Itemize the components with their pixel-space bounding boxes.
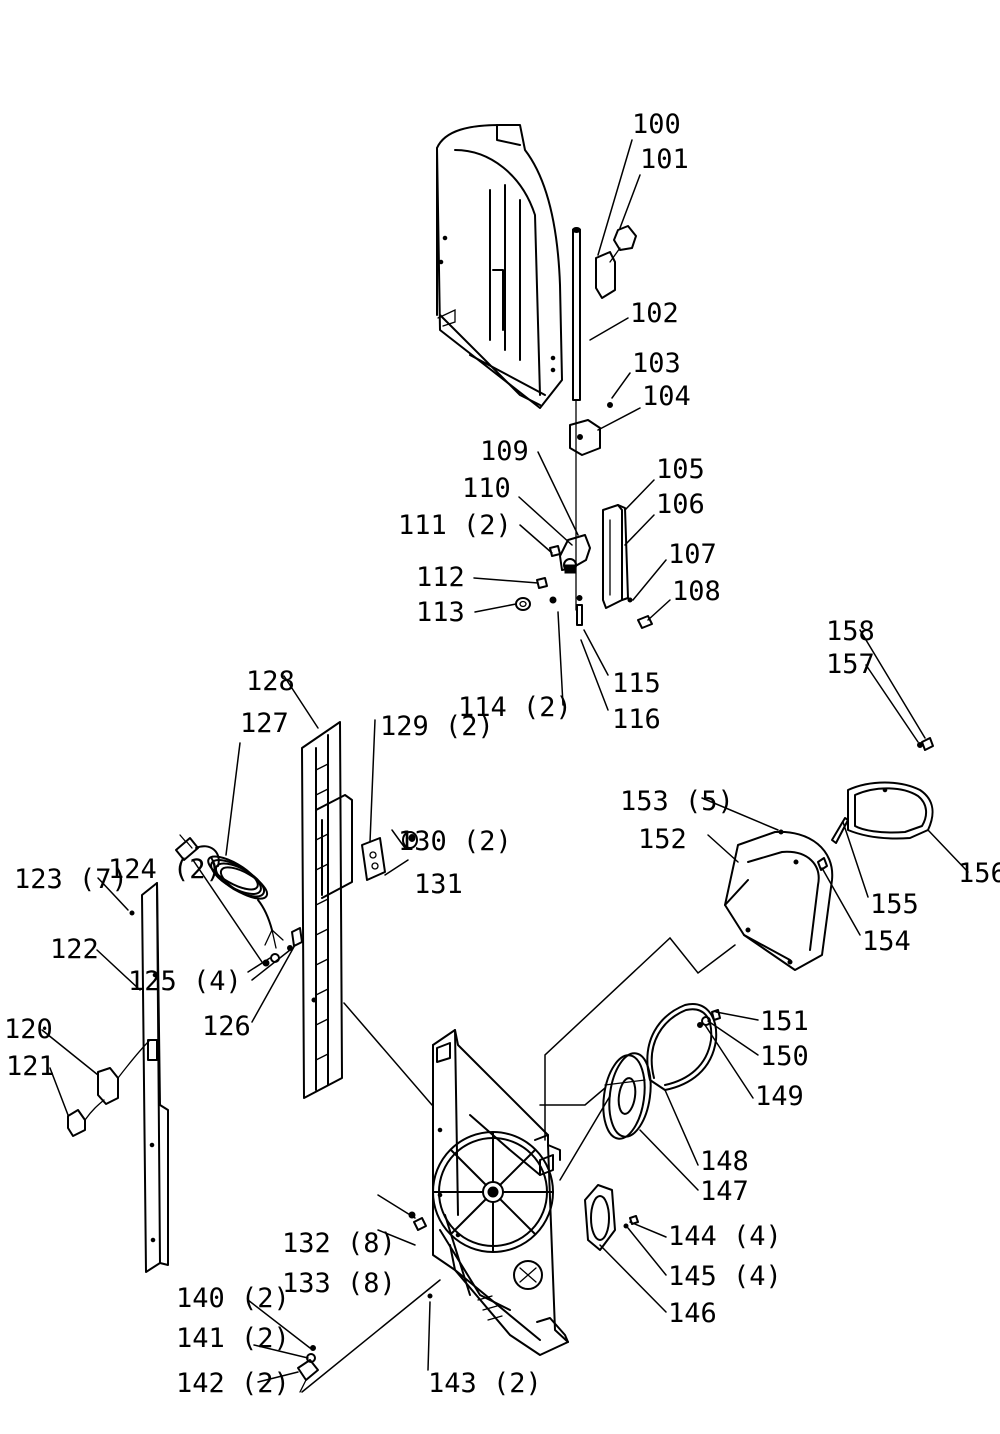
side-panel (301, 721, 353, 1099)
label-part-107: 107 (668, 539, 717, 570)
main-frame (432, 1029, 569, 1356)
blade-guard (602, 504, 653, 629)
label-part-111: 111 (2) (398, 510, 512, 541)
connection-lines (301, 936, 736, 1393)
label-part-129: 129 (2) (380, 711, 494, 742)
pulley (602, 1052, 652, 1140)
label-part-133: 133 (8) (282, 1268, 396, 1299)
label-part-116: 116 (612, 704, 661, 735)
leader-lines (41, 139, 969, 1383)
label-part-130: 130 (2) (398, 826, 512, 857)
label-part-150: 150 (760, 1041, 809, 1072)
drive-belt (646, 1003, 718, 1091)
label-part-104: 104 (642, 381, 691, 412)
part-labels: 100 101 102 103 104 105 106 107 108 109 … (4, 109, 1000, 1399)
label-part-124: 124 (2) (108, 854, 222, 885)
label-part-158: 158 (826, 616, 875, 647)
label-part-127: 127 (240, 708, 289, 739)
label-part-151: 151 (760, 1006, 809, 1037)
label-part-153: 153 (5) (620, 786, 734, 817)
lock-knob (595, 225, 637, 299)
upper-guide-assembly (515, 534, 591, 626)
label-part-131: 131 (414, 869, 463, 900)
cord-clamp-hardware (262, 927, 303, 967)
label-part-125: 125 (4) (128, 966, 242, 997)
label-part-105: 105 (656, 454, 705, 485)
label-part-145: 145 (4) (668, 1261, 782, 1292)
back-plate (129, 882, 169, 1273)
label-part-103: 103 (632, 348, 681, 379)
power-cord (175, 834, 284, 949)
label-part-102: 102 (630, 298, 679, 329)
label-part-101: 101 (640, 144, 689, 175)
label-part-149: 149 (755, 1081, 804, 1112)
label-part-120: 120 (4, 1014, 53, 1045)
label-part-108: 108 (672, 576, 721, 607)
label-part-152: 152 (638, 824, 687, 855)
label-part-126: 126 (202, 1011, 251, 1042)
motor-belt (847, 781, 934, 840)
label-part-121: 121 (6, 1051, 55, 1082)
label-part-110: 110 (462, 473, 511, 504)
bearing-plate (584, 1184, 639, 1251)
label-part-157: 157 (826, 649, 875, 680)
frame-bolts (408, 1211, 427, 1231)
label-part-113: 113 (416, 597, 465, 628)
pulley-hardware (697, 1009, 721, 1028)
label-part-143: 143 (2) (428, 1368, 542, 1399)
label-part-109: 109 (480, 436, 529, 467)
lower-screw (427, 1293, 433, 1299)
label-part-141: 141 (2) (176, 1323, 290, 1354)
label-part-112: 112 (416, 562, 465, 593)
label-part-123: 123 (7) (14, 864, 128, 895)
label-part-122: 122 (50, 934, 99, 965)
label-part-114: 114 (2) (458, 692, 572, 723)
label-part-115: 115 (612, 668, 661, 699)
label-part-128: 128 (246, 666, 295, 697)
label-part-144: 144 (4) (668, 1221, 782, 1252)
label-part-155: 155 (870, 889, 919, 920)
upper-wheel-cover (436, 124, 563, 409)
guide-post (572, 227, 581, 611)
label-part-148: 148 (700, 1146, 749, 1177)
label-part-146: 146 (668, 1298, 717, 1329)
label-part-156: 156 (958, 858, 1000, 889)
label-part-132: 132 (8) (282, 1228, 396, 1259)
label-part-154: 154 (862, 926, 911, 957)
belt-guard (724, 829, 834, 971)
label-part-100: 100 (632, 109, 681, 140)
switch-plate (361, 831, 418, 881)
label-part-106: 106 (656, 489, 705, 520)
motor-screws (917, 737, 934, 751)
switch-and-plug (67, 1039, 151, 1137)
lower-bracket-parts (297, 1345, 319, 1393)
label-part-140: 140 (2) (176, 1283, 290, 1314)
label-part-147: 147 (700, 1176, 749, 1207)
guide-bracket (569, 402, 613, 456)
label-part-142: 142 (2) (176, 1368, 290, 1399)
